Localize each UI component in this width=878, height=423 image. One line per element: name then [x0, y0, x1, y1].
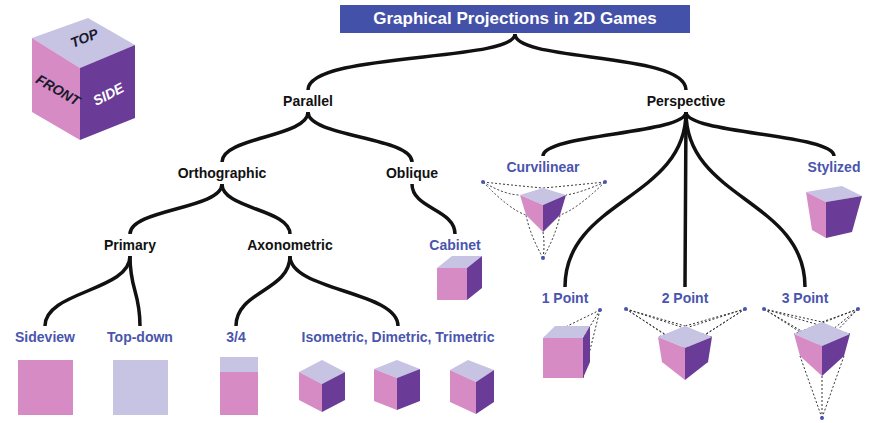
one-point-cube [543, 308, 602, 378]
tree-branch [290, 256, 398, 326]
tree-term: Primary [102, 236, 158, 254]
topdown-square [113, 360, 168, 415]
tree-term: Sideview [13, 328, 77, 346]
three-point-cube [762, 307, 860, 420]
term-text: Axonometric [247, 237, 333, 253]
tree-term: 3 Point [780, 289, 831, 307]
tree-branch [686, 112, 834, 156]
tree-branch [45, 256, 130, 326]
tree-branch [130, 256, 140, 326]
term-text: Perspective [647, 93, 726, 109]
tree-branch [412, 184, 455, 234]
tree-branch [686, 112, 805, 287]
title-banner: Graphical Projections in 2D Games [340, 5, 690, 33]
tree-term: Orthographic [176, 164, 269, 182]
term-text: Sideview [15, 329, 75, 345]
reference-cube [32, 18, 135, 140]
term-text: Parallel [283, 93, 333, 109]
term-text: Primary [104, 237, 156, 253]
tree-term: Stylized [806, 158, 863, 176]
tree-branch [222, 112, 308, 162]
tree-term: Top-down [105, 328, 175, 346]
axonometric-cubes [299, 360, 494, 414]
term-text: Top-down [107, 329, 173, 345]
three-quarter-box [220, 357, 258, 415]
stylized-cube [806, 186, 862, 238]
tree-branch [565, 112, 686, 287]
tree-branch [543, 112, 686, 156]
curvilinear-cube [481, 180, 607, 260]
tree-branch [308, 112, 412, 162]
term-text: Stylized [808, 159, 861, 175]
tree-branch [236, 256, 290, 326]
tree-term: 2 Point [660, 289, 711, 307]
term-text: 3 Point [782, 290, 829, 306]
tree-term: Perspective [645, 92, 728, 110]
term-text: 2 Point [662, 290, 709, 306]
term-text: Cabinet [429, 237, 480, 253]
title-brace [308, 34, 686, 90]
sideview-square [18, 360, 73, 415]
tree-term: Parallel [281, 92, 335, 110]
term-text: 3/4 [226, 329, 245, 345]
term-text: Curvilinear [506, 159, 579, 175]
tree-term: Isometric, Dimetric, Trimetric [300, 328, 497, 346]
tree-branch [685, 112, 686, 287]
tree-branch [222, 184, 290, 234]
tree-branch [130, 184, 222, 234]
tree-term: Axonometric [245, 236, 335, 254]
cabinet-cube [437, 256, 482, 300]
tree-term: Cabinet [427, 236, 482, 254]
tree-term: Curvilinear [504, 158, 581, 176]
term-text: Isometric, Dimetric, Trimetric [302, 329, 495, 345]
two-point-cube [624, 307, 747, 380]
tree-term: 1 Point [540, 289, 591, 307]
term-text: 1 Point [542, 290, 589, 306]
tree-term: Oblique [384, 164, 440, 182]
term-text: Orthographic [178, 165, 267, 181]
term-text: Oblique [386, 165, 438, 181]
tree-term: 3/4 [224, 328, 247, 346]
